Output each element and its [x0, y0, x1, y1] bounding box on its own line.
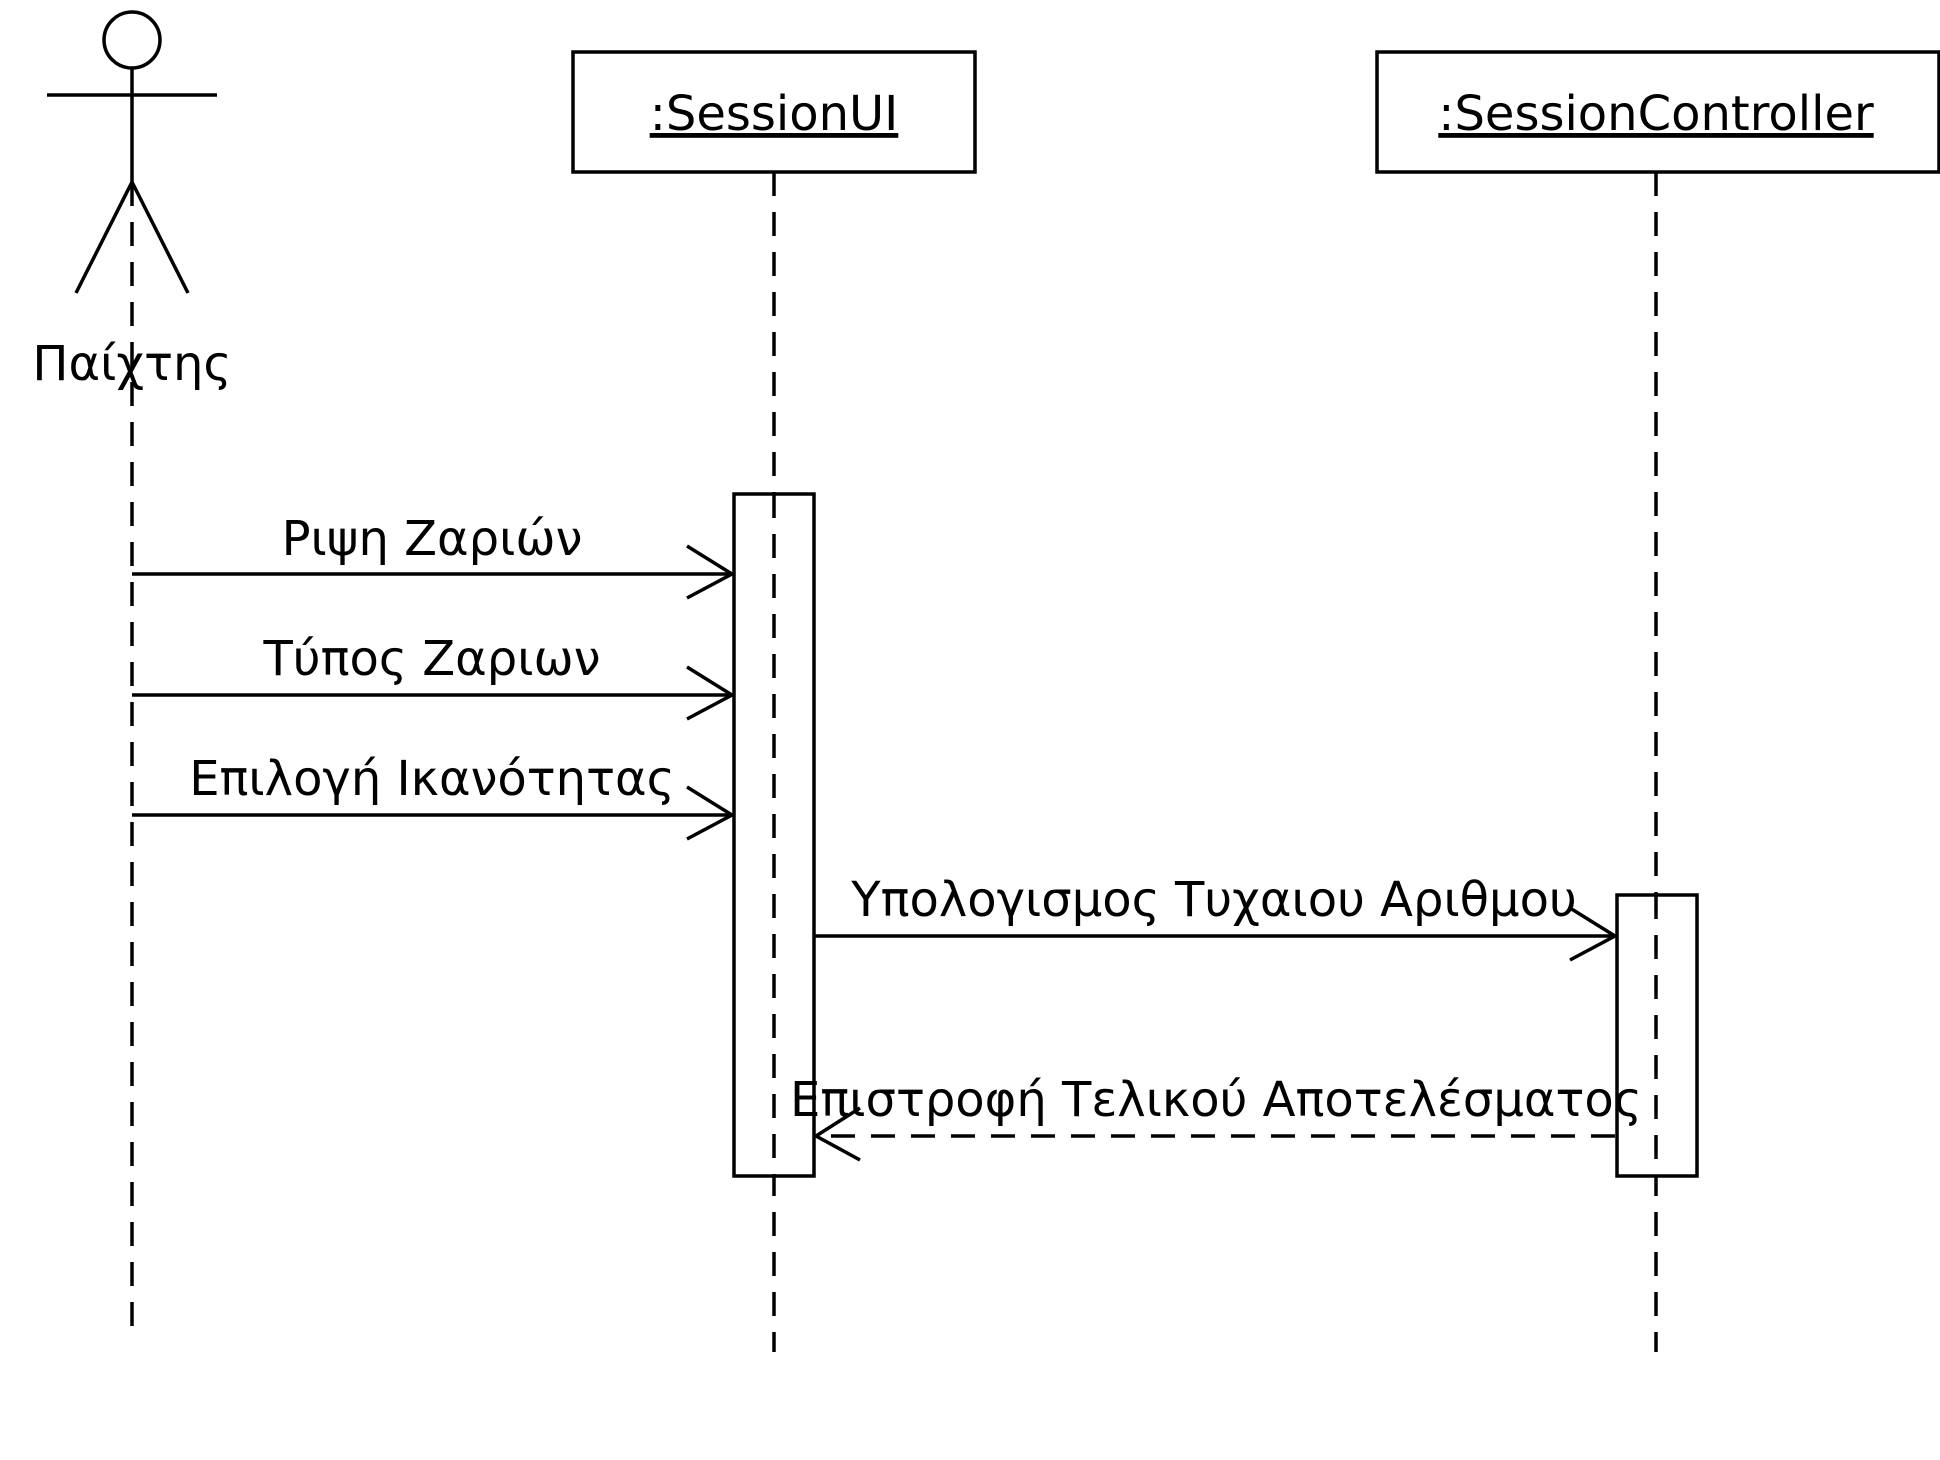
open-arrowhead [1569, 906, 1619, 962]
open-arrowhead [686, 785, 736, 841]
message-return-result: Επιστροφή Τελικού Αποτελέσματος [790, 1072, 1642, 1162]
sessioncontroller-header: :SessionController [1375, 50, 1940, 174]
message-roll-dice: Ριψη Ζαριών [132, 511, 736, 600]
message-label: Τύπος Ζαριων [262, 631, 600, 687]
sessionui-label: :SessionUI [650, 86, 899, 142]
actor-left-leg [74, 181, 134, 294]
actor-right-leg [130, 181, 190, 294]
sessioncontroller-label: :SessionController [1438, 86, 1874, 142]
message-label: Επιλογή Ικανότητας [189, 751, 675, 807]
message-label: Ριψη Ζαριών [282, 511, 583, 567]
message-label: Επιστροφή Τελικού Αποτελέσματος [790, 1072, 1642, 1128]
sessioncontroller-box [1375, 50, 1940, 174]
actor-figure [47, 10, 217, 294]
message-dice-type: Τύπος Ζαριων [132, 631, 736, 721]
message-label: Υπολογισμος Τυχαιου Αριθμου [850, 872, 1576, 928]
message-select-ability: Επιλογή Ικανότητας [132, 751, 736, 841]
sessionui-header: :SessionUI [571, 50, 977, 174]
open-arrowhead [686, 544, 736, 600]
sessionui-box [571, 50, 977, 174]
open-arrowhead [812, 1106, 861, 1162]
open-arrowhead [686, 665, 736, 721]
actor-head [102, 10, 162, 70]
actor-label: Παίχτης [32, 336, 231, 392]
message-compute-random: Υπολογισμος Τυχαιου Αριθμου [814, 872, 1619, 962]
